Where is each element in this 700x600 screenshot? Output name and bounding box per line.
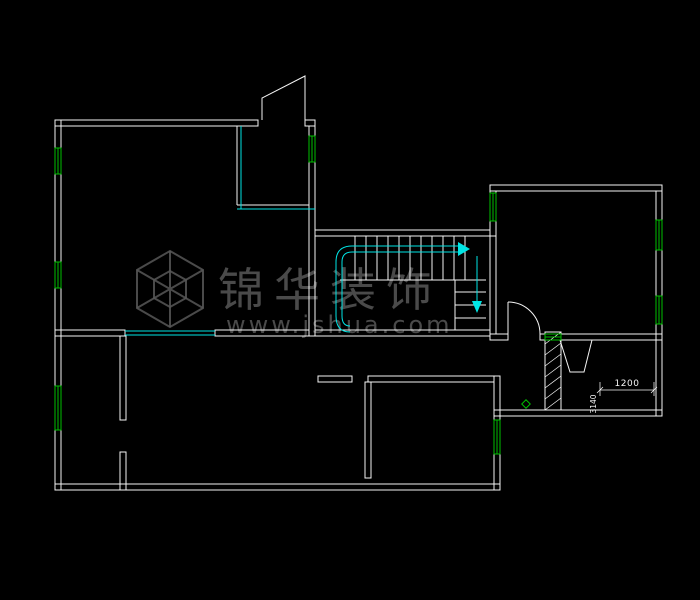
window [489, 192, 497, 222]
watermark-url-text: www.jshua.com [226, 311, 453, 339]
window [54, 385, 62, 431]
door-pivot-symbol [521, 399, 531, 409]
window [54, 261, 62, 289]
watermark: 锦华装饰 www.jshua.com [136, 249, 453, 339]
dimension-label-width: 1200 [615, 379, 640, 389]
watermark-logo-icon [136, 249, 204, 329]
interior-partitions [236, 126, 315, 210]
duct-fixture [559, 339, 593, 373]
window [655, 295, 663, 325]
entry-door [261, 75, 306, 120]
hatched-shaft [544, 331, 562, 411]
staircase [335, 236, 486, 333]
watermark-brand-text: 锦华装饰 [218, 263, 442, 317]
stair-direction-arrow [458, 242, 470, 256]
window [54, 147, 62, 175]
window [493, 419, 501, 455]
right-room-door [507, 301, 541, 335]
window [544, 333, 562, 341]
window [655, 219, 663, 251]
window [308, 135, 316, 163]
dimension-annotations: 1200 3140 [589, 379, 658, 414]
dimension-label-side: 3140 [589, 394, 598, 413]
windows [54, 135, 663, 455]
sliding-door [125, 330, 215, 336]
stair-down-arrow [472, 301, 482, 313]
walls [54, 119, 663, 491]
